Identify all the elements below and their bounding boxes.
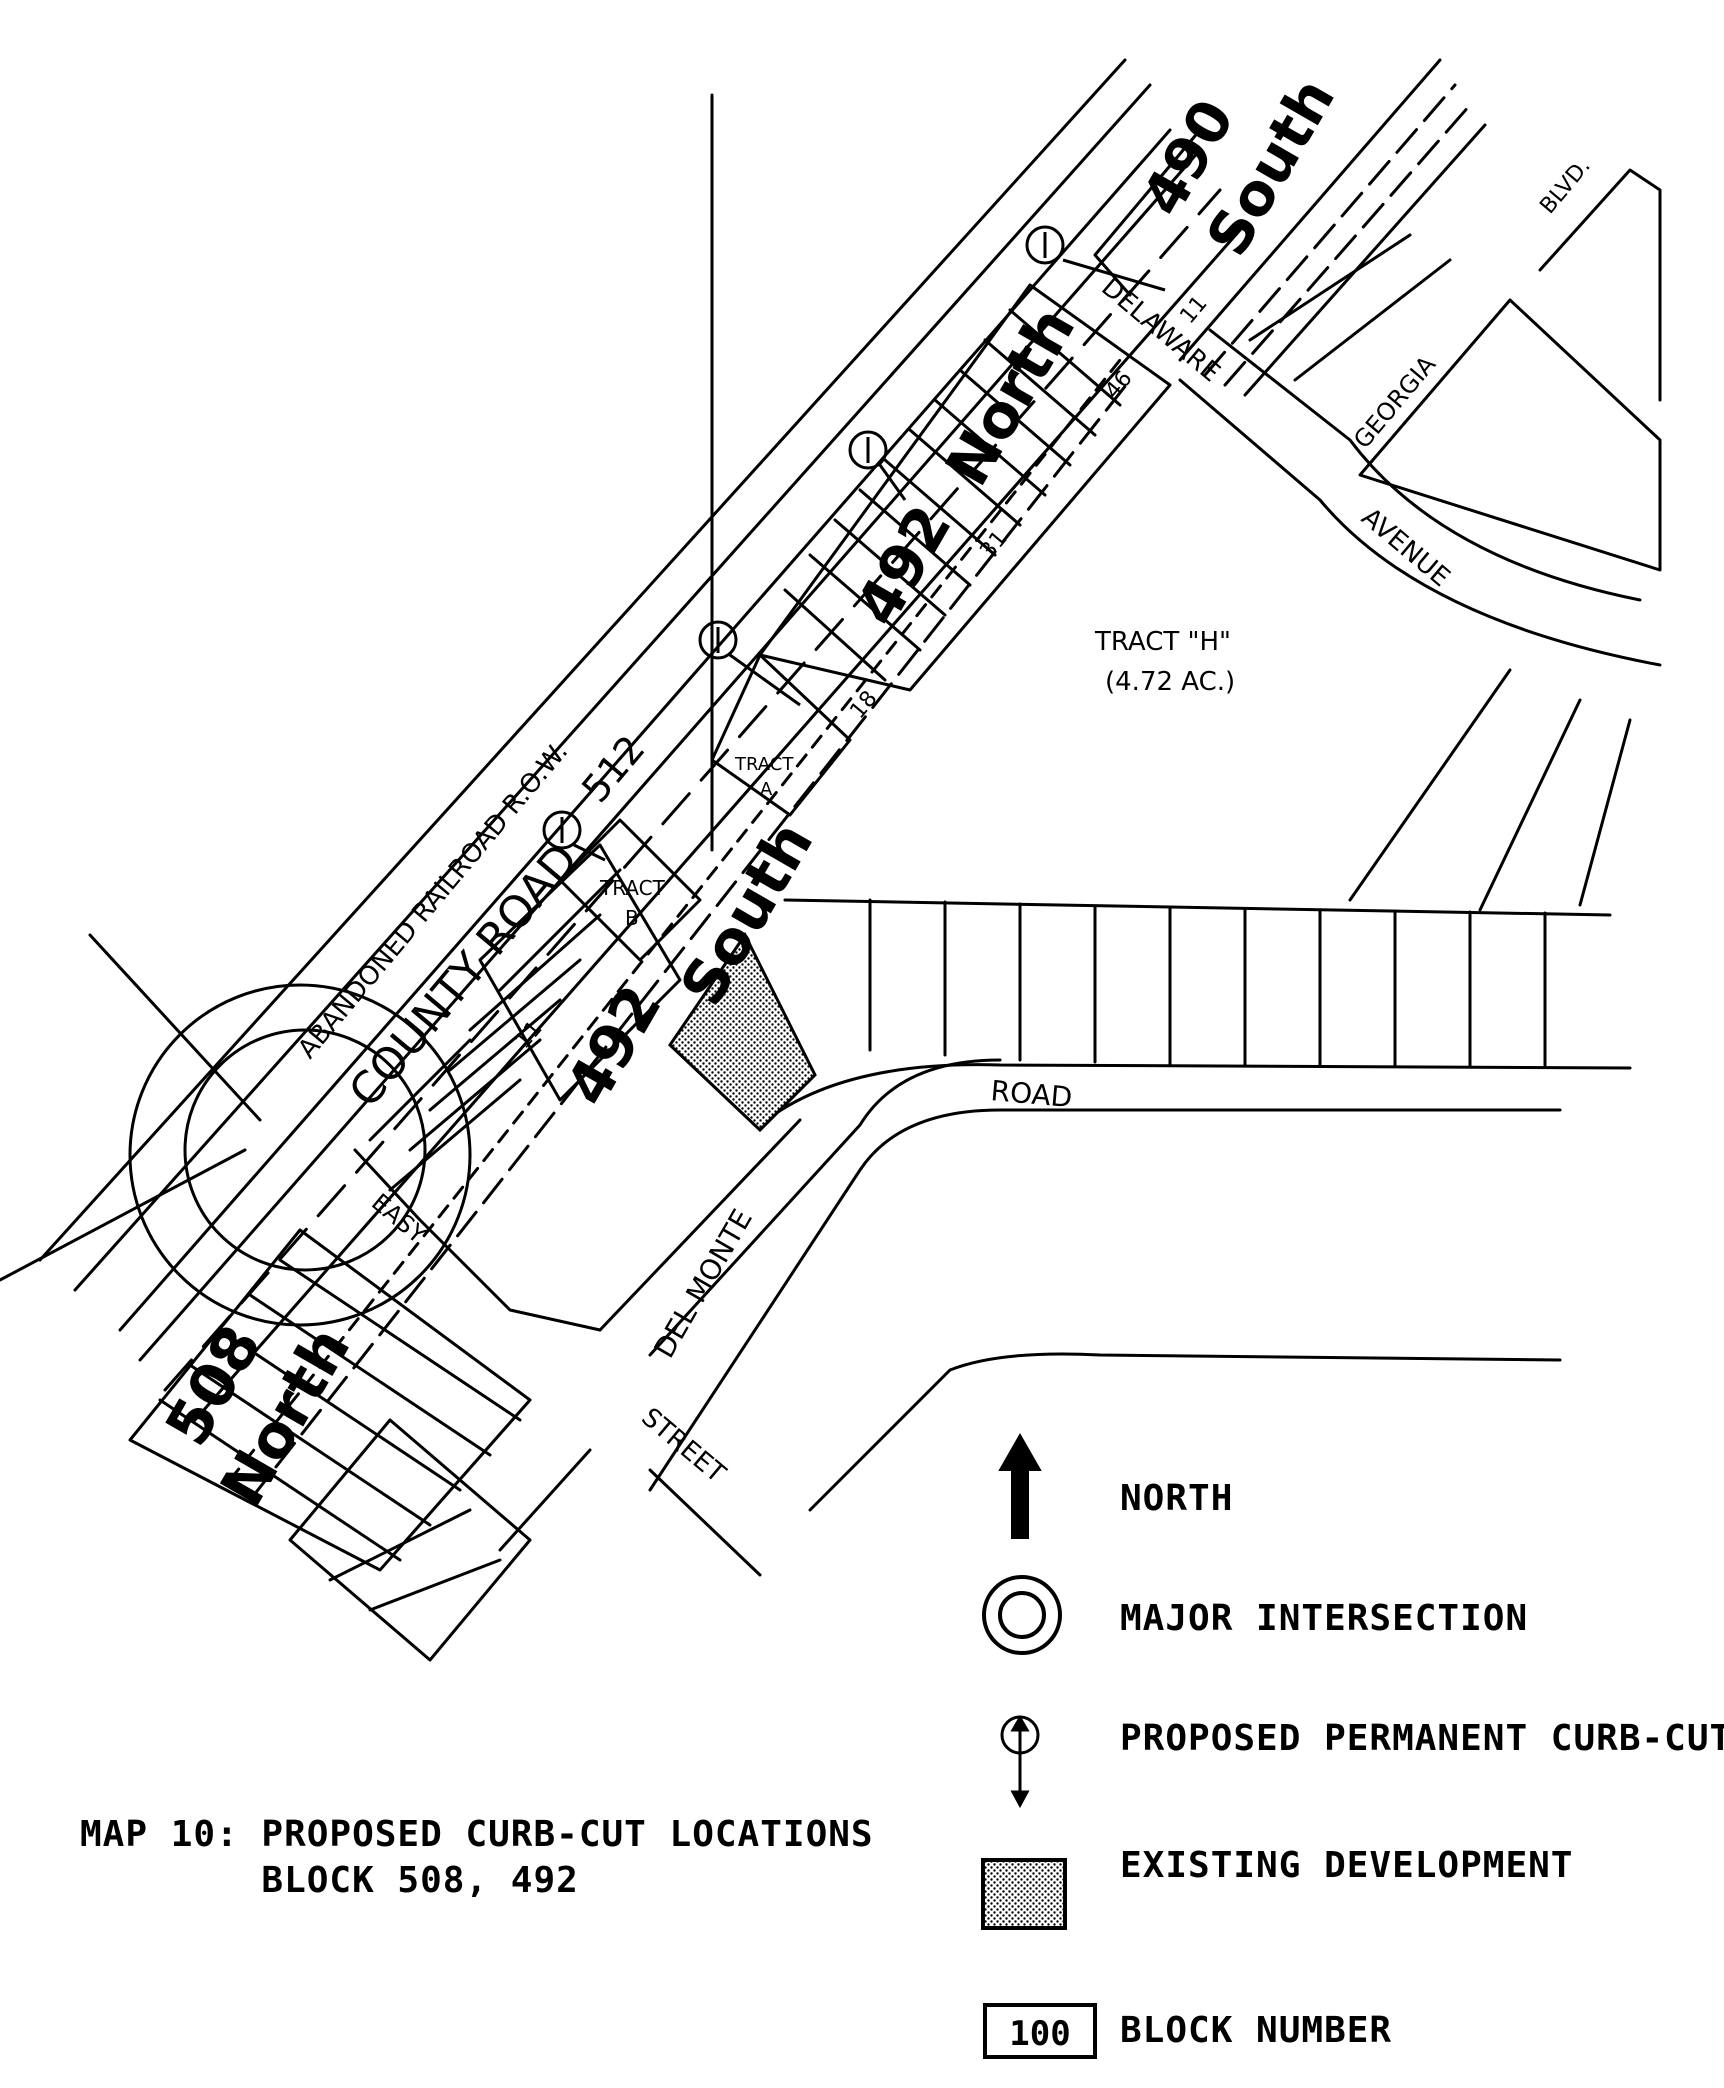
block-492-south-label-number: 492 xyxy=(552,974,675,1117)
block-number-sample: 100 xyxy=(1009,2014,1070,2054)
tract-a-label-letter: A xyxy=(760,779,773,800)
curb-cut-3 xyxy=(698,620,801,707)
tract-b-label-letter: B xyxy=(625,906,639,930)
street-label: STREET xyxy=(636,1402,731,1489)
cross-road-2 xyxy=(0,1148,247,1282)
block-number-icon xyxy=(983,2003,1097,2059)
del-monte-street-east xyxy=(648,1058,1002,1357)
curb-cut-1 xyxy=(1025,225,1166,292)
tract-b-label-word: TRACT xyxy=(599,876,666,900)
road-curve-south xyxy=(648,1108,1562,1492)
lots-row xyxy=(868,898,1547,1069)
lot-lines-492-north xyxy=(783,308,1122,682)
county-road-centerline xyxy=(163,188,1222,1392)
legend-curb-cut: PROPOSED PERMANENT CURB-CUT xyxy=(1120,1718,1724,1759)
curb-cut-symbols xyxy=(542,225,1166,862)
major-intersection-inner xyxy=(183,1028,427,1272)
map-caption-line-1: MAP 10: PROPOSED CURB-CUT LOCATIONS xyxy=(80,1814,874,1855)
block-labels: 490 South 492 North 492 South 508 North xyxy=(152,67,1348,1518)
railroad-line-1 xyxy=(38,58,1127,1262)
parkway-dash-1 xyxy=(1203,83,1457,377)
delaware-avenue-lines xyxy=(1248,233,1452,382)
curb-cut-4 xyxy=(542,810,606,862)
railroad-line-2 xyxy=(73,83,1152,1292)
tract-b-outline xyxy=(558,818,702,962)
street-lower-block xyxy=(808,1352,1562,1512)
tract-h-lot-1 xyxy=(1348,668,1512,902)
lot-46: 46 xyxy=(1100,366,1137,404)
tract-h-lot-2 xyxy=(1478,698,1582,912)
tract-a-label-word: TRACT xyxy=(734,754,794,775)
lot-lines-508 xyxy=(158,1258,522,1562)
georgia-label: GEORGIA xyxy=(1348,350,1441,454)
blvd-block xyxy=(1538,168,1662,402)
parkway-line-1 xyxy=(1178,58,1442,362)
legend-major-intersection: MAJOR INTERSECTION xyxy=(1120,1598,1529,1639)
map-caption-line-2: BLOCK 508, 492 xyxy=(80,1860,579,1901)
easy-street-block xyxy=(353,1038,602,1332)
tract-h-area-label: (4.72 AC.) xyxy=(1105,667,1235,697)
legend-block-number: BLOCK NUMBER xyxy=(1120,2010,1393,2051)
lot-18: 18 xyxy=(845,686,882,724)
road-label: ROAD xyxy=(989,1074,1073,1114)
lot-lines-492-south xyxy=(388,868,622,1192)
existing-development-area xyxy=(668,932,817,1133)
blvd-label: BLVD. xyxy=(1535,154,1595,219)
curb-cut-2 xyxy=(848,430,907,501)
del-monte-street-west xyxy=(598,1118,802,1332)
railroad-line-3 xyxy=(118,128,1172,1332)
block-south-lots xyxy=(288,1418,532,1662)
del-monte-label: DEL MONTE xyxy=(647,1203,758,1363)
tract-h-label: TRACT "H" xyxy=(1094,627,1231,657)
lots-top-line xyxy=(783,898,1612,917)
major-intersection-icon xyxy=(982,1575,1062,1655)
lot-31: 31 xyxy=(975,526,1012,564)
block-492-south-outline xyxy=(478,843,682,1102)
tract-labels: TRACT "H" (4.72 AC.) TRACT A TRACT B xyxy=(599,627,1235,930)
legend-north: NORTH xyxy=(1120,1478,1234,1519)
avenue-curve-inner xyxy=(1208,328,1642,602)
tract-a-outline xyxy=(710,653,852,817)
parkway-line-2 xyxy=(1243,123,1487,397)
legend-existing-development: EXISTING DEVELOPMENT xyxy=(1120,1845,1574,1886)
lower-road xyxy=(498,1448,762,1577)
parkway-south-1 xyxy=(248,378,1132,1502)
road-curve-north xyxy=(758,1063,1632,1127)
avenue-curve xyxy=(1178,378,1662,667)
curb-cut-icon xyxy=(1000,1715,1040,1809)
tract-h-lot-3 xyxy=(1578,718,1632,907)
existing-development-icon xyxy=(981,1858,1067,1930)
north-arrow-icon xyxy=(998,1432,1042,1539)
parkway-dash-2 xyxy=(1223,103,1472,387)
cross-road-1 xyxy=(88,933,262,1122)
georgia-block xyxy=(1358,298,1662,572)
major-intersection-outer xyxy=(128,983,472,1327)
block-508-outline xyxy=(128,1228,532,1572)
county-road-edge-1 xyxy=(138,148,1202,1362)
legend-symbols: 100 xyxy=(981,1432,1097,2059)
